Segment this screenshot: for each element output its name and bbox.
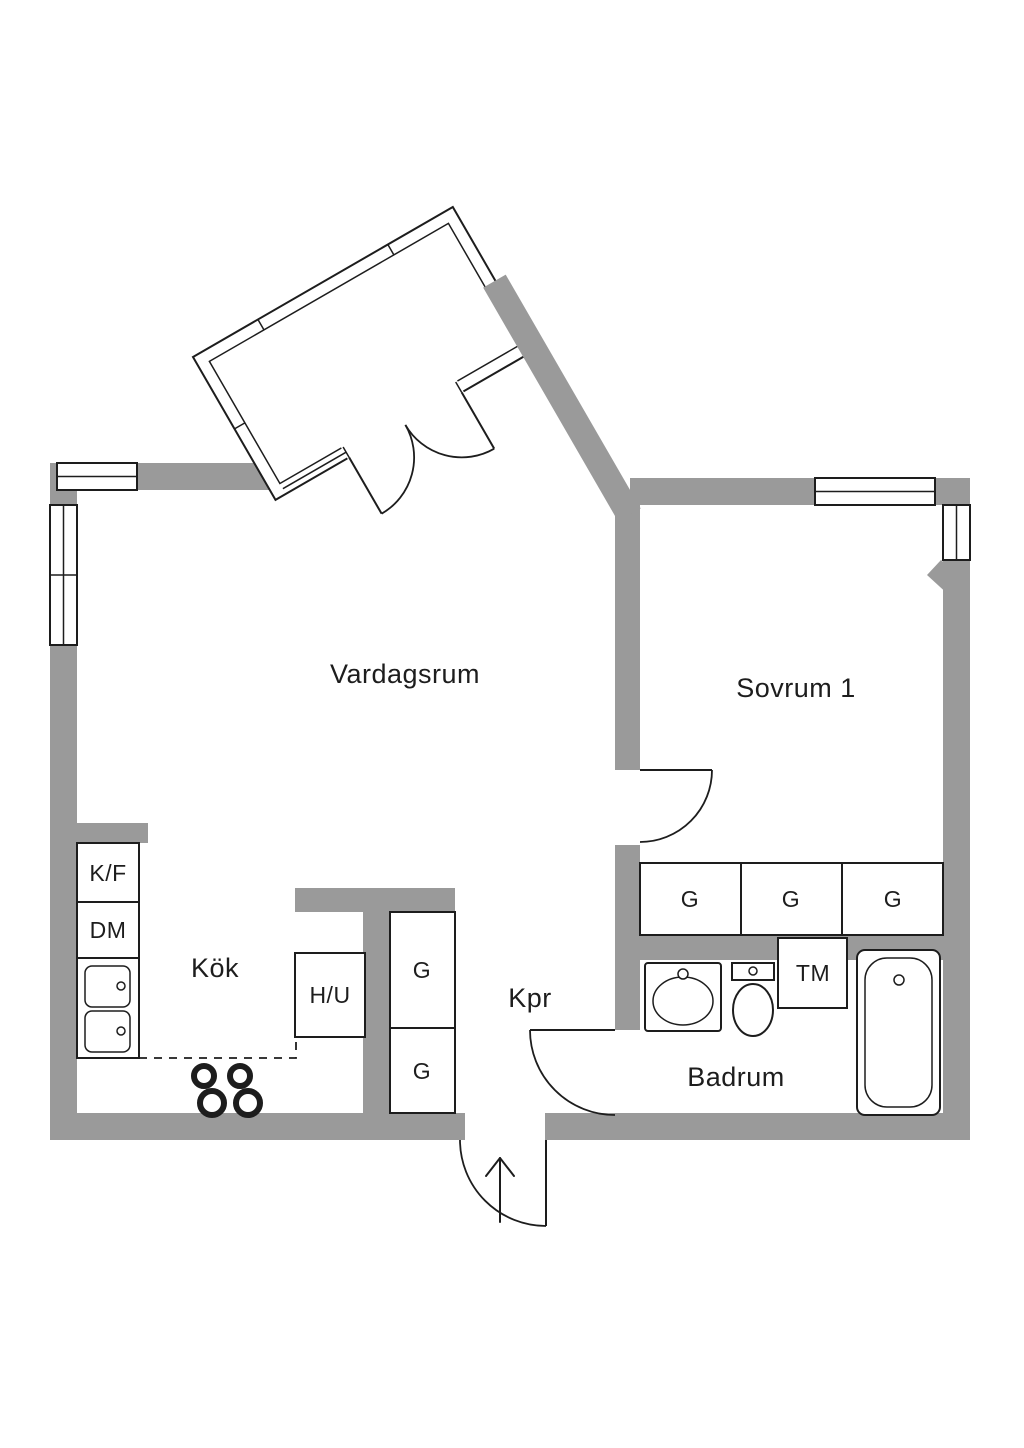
wall-kitchen-vertical bbox=[363, 912, 390, 1115]
wall-kitchen-horizontal bbox=[295, 888, 455, 912]
burner-icon bbox=[227, 1063, 253, 1089]
faucet-icon bbox=[677, 968, 689, 980]
window-left bbox=[49, 504, 78, 646]
balcony-window-tick bbox=[387, 244, 395, 256]
kitchen-fixtures bbox=[76, 842, 456, 1118]
stove bbox=[191, 1063, 263, 1118]
bathroom-sink bbox=[644, 962, 722, 1032]
window-top-left bbox=[56, 462, 138, 491]
wardrobe-label: G bbox=[884, 886, 902, 912]
wardrobe-box bbox=[389, 1027, 456, 1114]
labels: Vardagsrum Sovrum 1 Kök Kpr Badrum K/F D… bbox=[89, 659, 902, 1092]
window-bedroom-top bbox=[814, 477, 936, 506]
room-label-bedroom: Sovrum 1 bbox=[736, 673, 856, 703]
wardrobe-label: G bbox=[413, 1058, 431, 1084]
window-bedroom-right bbox=[942, 504, 971, 561]
balcony-door-jamb bbox=[342, 446, 350, 458]
room-label-living: Vardagsrum bbox=[330, 659, 480, 689]
dishwasher-label: DM bbox=[90, 917, 127, 943]
fridge-freezer-box bbox=[76, 842, 140, 903]
wardrobe-box bbox=[639, 862, 742, 936]
wall-bottom-right bbox=[545, 1113, 970, 1140]
dishwasher-box bbox=[76, 901, 140, 959]
faucet-icon bbox=[116, 1026, 126, 1036]
room-label-kitchen: Kök bbox=[191, 953, 239, 983]
drain-icon bbox=[893, 974, 905, 986]
tall-cabinet-label: H/U bbox=[309, 982, 350, 1008]
bathroom-door bbox=[529, 1029, 616, 1116]
balcony-room bbox=[191, 205, 641, 522]
bathtub bbox=[856, 949, 941, 1116]
wall-living-bedroom-upper bbox=[615, 500, 640, 770]
wardrobe-label: G bbox=[681, 886, 699, 912]
balcony-door-jamb bbox=[455, 381, 463, 393]
burner-icon bbox=[197, 1088, 227, 1118]
kitchen-sink bbox=[76, 957, 140, 1059]
entrance-arrow-icon bbox=[485, 1157, 515, 1223]
flush-button-icon bbox=[748, 966, 758, 976]
burner-icon bbox=[191, 1063, 217, 1089]
washing-machine-box bbox=[777, 937, 848, 1009]
wall-bottom-left bbox=[50, 1113, 465, 1140]
balcony-door-opening bbox=[340, 379, 465, 461]
washing-machine-label: TM bbox=[796, 960, 830, 986]
bathroom-fixtures bbox=[644, 937, 941, 1116]
sink-basin bbox=[84, 1010, 131, 1053]
faucet-icon bbox=[116, 981, 126, 991]
balcony-window-midline bbox=[282, 451, 347, 490]
counter-dashed-line bbox=[139, 1036, 363, 1059]
wall-diagonal bbox=[483, 274, 641, 522]
entrance-door bbox=[459, 1139, 547, 1227]
bedroom-wardrobes bbox=[639, 862, 944, 936]
wall-corner-chamfer bbox=[927, 560, 965, 597]
room-label-bathroom: Badrum bbox=[687, 1062, 785, 1092]
wardrobe-box bbox=[841, 862, 944, 936]
windows bbox=[49, 462, 971, 646]
wall-kitchen-stub bbox=[75, 823, 148, 843]
toilet bbox=[731, 962, 775, 1037]
sink-basin bbox=[84, 965, 131, 1008]
wardrobe-box bbox=[389, 911, 456, 1029]
balcony-window-tick bbox=[234, 422, 246, 430]
doors bbox=[459, 769, 713, 1227]
room-label-hallway: Kpr bbox=[508, 983, 552, 1013]
wardrobe-label: G bbox=[782, 886, 800, 912]
balcony-window-tick bbox=[257, 319, 265, 331]
bedroom-door bbox=[639, 769, 713, 843]
walls bbox=[50, 463, 970, 1140]
burner-icon bbox=[233, 1088, 263, 1118]
fridge-freezer-label: K/F bbox=[89, 860, 126, 886]
balcony-door bbox=[348, 391, 496, 515]
tall-cabinet-box bbox=[294, 952, 366, 1038]
wardrobe-label: G bbox=[413, 957, 431, 983]
